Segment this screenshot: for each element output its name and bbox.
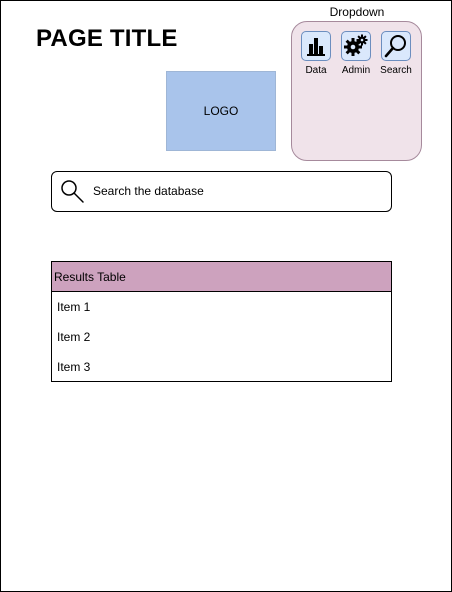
- results-table: Results Table Item 1 Item 2 Item 3: [51, 261, 392, 382]
- dropdown-label: Dropdown: [329, 5, 385, 19]
- search-input[interactable]: Search the database: [51, 171, 392, 212]
- dropdown-item-label: Admin: [341, 65, 371, 76]
- dropdown-item-label: Search: [380, 65, 412, 76]
- search-placeholder: Search the database: [93, 184, 204, 198]
- results-table-header: Results Table: [52, 262, 391, 292]
- logo-label: LOGO: [203, 104, 239, 118]
- gears-icon[interactable]: [341, 31, 371, 61]
- dropdown-item-label: Data: [305, 65, 327, 76]
- dropdown-item-admin[interactable]: Admin: [336, 31, 376, 76]
- dropdown-item-search[interactable]: Search: [376, 31, 416, 76]
- table-row[interactable]: Item 3: [57, 360, 91, 374]
- search-icon: [60, 179, 86, 210]
- dropdown-menu[interactable]: Data: [291, 21, 422, 161]
- bar-chart-icon[interactable]: [301, 31, 331, 61]
- table-row[interactable]: Item 2: [57, 330, 91, 344]
- page-title: PAGE TITLE: [36, 25, 178, 52]
- logo: LOGO: [166, 71, 276, 151]
- magnifier-icon[interactable]: [381, 31, 411, 61]
- table-row[interactable]: Item 1: [57, 300, 91, 314]
- dropdown-item-data[interactable]: Data: [296, 31, 336, 76]
